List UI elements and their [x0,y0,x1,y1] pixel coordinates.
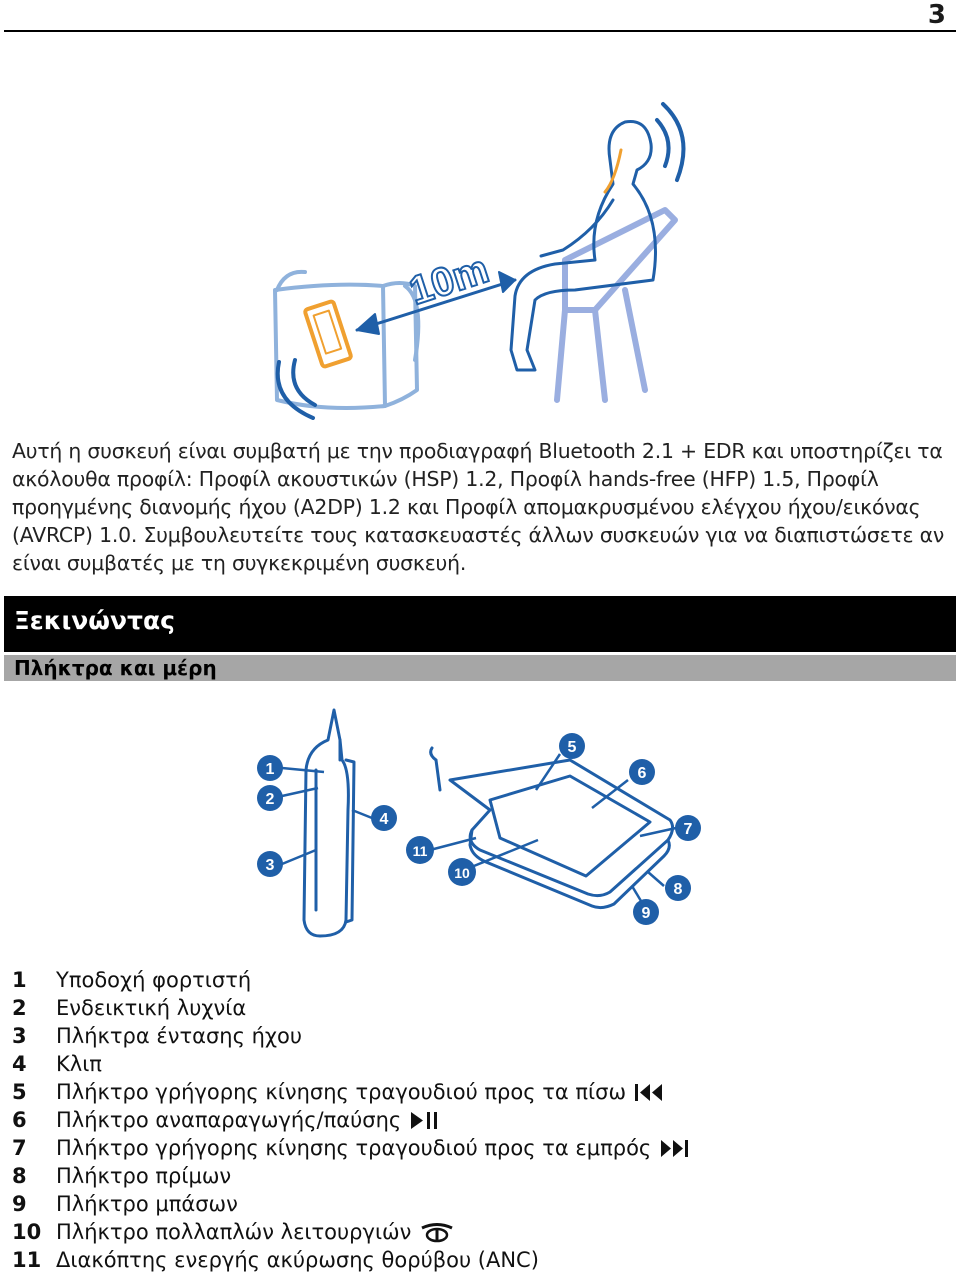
svg-text:6: 6 [638,765,647,782]
device-parts-diagram: 1 2 3 4 5 6 7 8 9 10 11 [257,708,701,938]
phone [303,299,353,369]
chair [562,207,678,313]
svg-text:1: 1 [266,761,275,778]
fast-forward-icon [659,1137,689,1159]
callout-5: 5 [559,733,585,759]
multifunction-key-icon [419,1221,455,1243]
headset-cable [603,148,623,194]
subsection-header: Πλήκτρα και μέρη [4,655,956,681]
callout-9: 9 [633,899,659,925]
svg-text:10: 10 [454,865,470,881]
svg-text:9: 9 [642,905,651,922]
callout-4: 4 [371,805,397,831]
svg-text:4: 4 [380,811,389,828]
svg-text:11: 11 [413,843,428,859]
section-title: Ξεκινώντας [14,606,175,635]
svg-text:8: 8 [674,881,683,898]
svg-text:7: 7 [684,821,693,838]
bag-waves [291,358,317,407]
callout-1: 1 [257,755,283,781]
callout-3: 3 [257,851,283,877]
callout-11: 11 [406,836,434,864]
callout-6: 6 [629,759,655,785]
bluetooth-range-illustration: 10m [273,102,686,420]
person [509,119,657,372]
rewind-icon [634,1081,664,1103]
top-rule [4,30,956,32]
callout-10: 10 [448,858,476,886]
subsection-title: Πλήκτρα και μέρη [14,656,217,680]
distance-label: 10m [404,247,494,314]
distance-arrow [355,278,517,332]
svg-text:5: 5 [568,739,577,756]
play-pause-icon [409,1109,439,1131]
callout-8: 8 [665,875,691,901]
person-waves [655,118,671,168]
page-number: 3 [927,0,946,30]
section-header: Ξεκινώντας [4,596,956,652]
svg-text:2: 2 [266,791,275,808]
device-side-view [302,708,350,938]
callout-7: 7 [675,815,701,841]
svg-text:3: 3 [266,857,275,874]
callout-2: 2 [257,785,283,811]
intro-paragraph: Αυτή η συσκευή είναι συμβατή με την προδ… [12,439,945,575]
